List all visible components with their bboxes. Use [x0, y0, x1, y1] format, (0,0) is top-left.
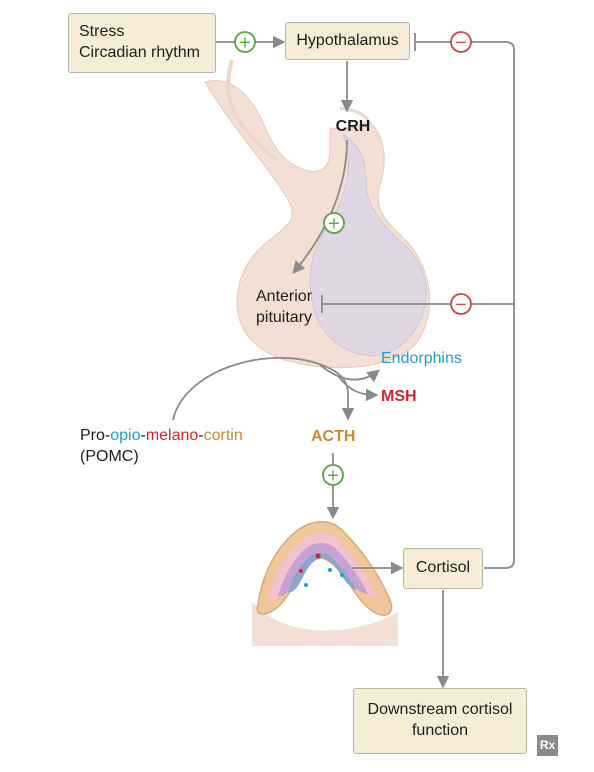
svg-text:+: + — [327, 214, 340, 233]
rx-logo: Rx — [537, 735, 558, 756]
pomc-melano: melano — [145, 427, 199, 444]
anterior-pituitary-line1: Anterior — [256, 288, 313, 305]
pituitary-minus-icon: − — [450, 293, 472, 315]
anterior-pituitary-label: Anterior pituitary — [256, 286, 346, 328]
svg-text:+: + — [326, 466, 339, 485]
cortisol-feedback-line — [415, 41, 515, 569]
adrenal-gland-illustration — [252, 521, 398, 646]
downstream-cortisol-box: Downstream cortisol function — [353, 688, 527, 754]
hypothalamus-minus-icon: − — [450, 31, 472, 53]
svg-text:+: + — [238, 33, 251, 52]
pomc-abbreviation: (POMC) — [80, 448, 139, 465]
acth-plus-icon: + — [322, 464, 344, 486]
pomc-opio: opio — [110, 427, 141, 444]
crh-to-pituitary-arrow — [292, 139, 348, 274]
pomc-to-msh-arrow — [337, 375, 379, 402]
acth-label: ACTH — [311, 428, 356, 445]
pomc-cortin: cortin — [203, 427, 243, 444]
svg-text:−: − — [454, 33, 467, 52]
pomc-dash1: - — [140, 427, 146, 444]
pituitary-illustration — [204, 59, 431, 369]
stress-box: Stress Circadian rhythm — [68, 13, 216, 73]
connector-lines — [172, 33, 515, 689]
anterior-pituitary-line2: pituitary — [256, 309, 313, 326]
stress-plus-icon: + — [234, 31, 256, 53]
endorphins-label: Endorphins — [381, 350, 462, 367]
svg-text:−: − — [454, 295, 467, 314]
crh-label: CRH — [335, 118, 371, 135]
downstream-line1: Downstream cortisol — [367, 701, 513, 718]
pomc-to-endorphins-arrow — [319, 364, 380, 383]
stress-label: Stress — [79, 23, 125, 40]
cortisol-box: Cortisol — [403, 548, 483, 589]
hypothalamus-label: Hypothalamus — [296, 32, 399, 49]
cortisol-label: Cortisol — [415, 559, 471, 576]
pomc-pro: Pro- — [80, 427, 111, 444]
pomc-name: Pro-opio-melano-cortin — [80, 425, 300, 446]
circadian-rhythm-label: Circadian rhythm — [79, 44, 200, 61]
pomc-label: Pro-opio-melano-cortin (POMC) — [80, 425, 300, 467]
msh-label: MSH — [381, 388, 417, 405]
downstream-line2: function — [411, 722, 469, 739]
pomc-dash2: - — [198, 427, 204, 444]
hypothalamus-box: Hypothalamus — [285, 22, 410, 60]
crh-plus-icon: + — [323, 212, 345, 234]
